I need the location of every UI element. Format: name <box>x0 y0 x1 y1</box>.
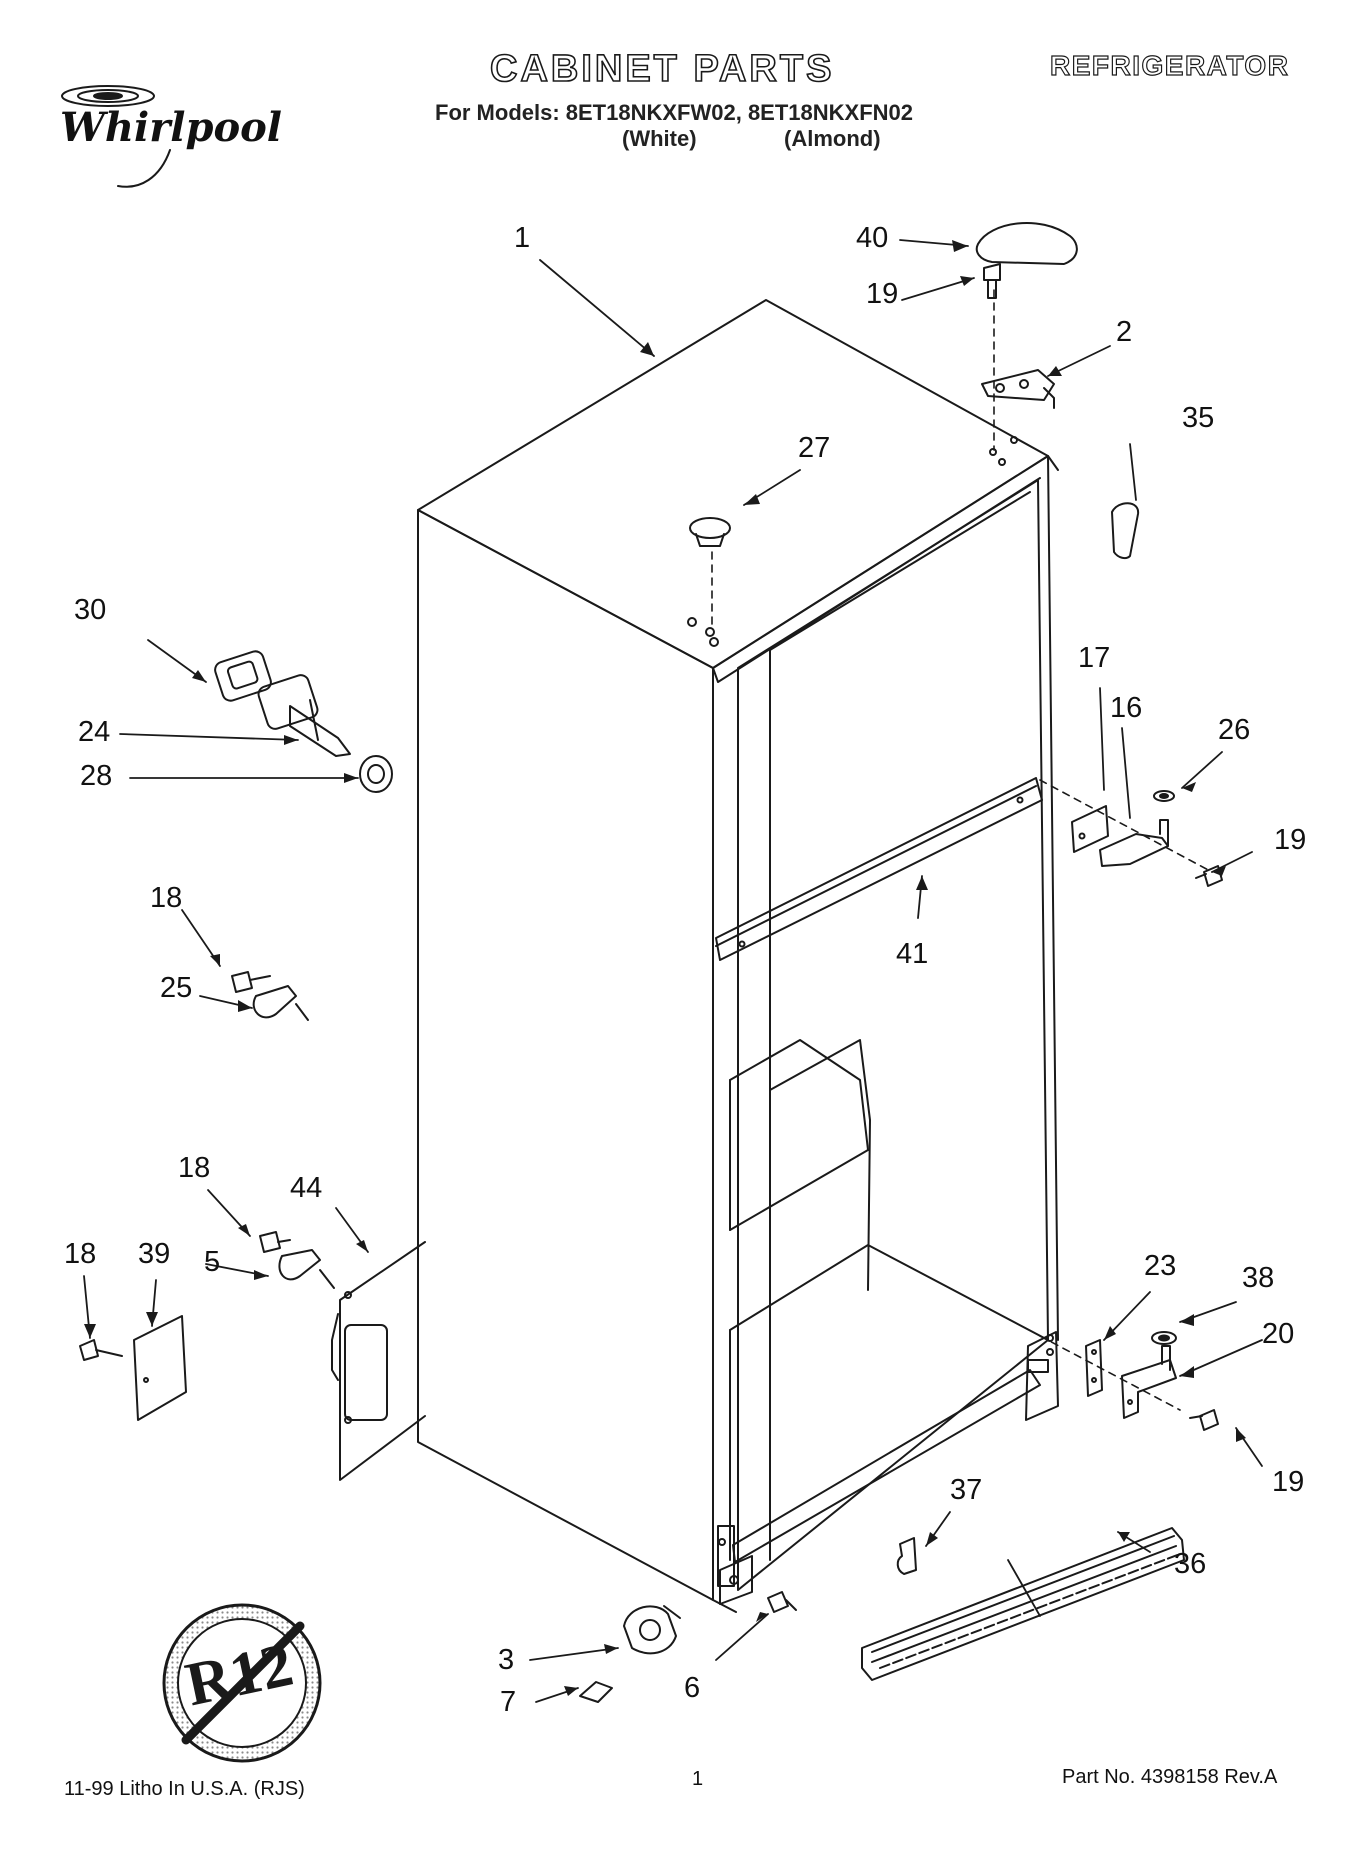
callout-17: 17 <box>1078 642 1111 674</box>
callout-40: 40 <box>856 222 889 254</box>
callout-20: 20 <box>1262 1318 1295 1350</box>
callout-2: 2 <box>1116 316 1133 348</box>
screw-top-hinge <box>983 263 1001 299</box>
callout-7: 7 <box>500 1686 517 1718</box>
callout-18-upper: 18 <box>150 882 183 914</box>
callout-19-bottom: 19 <box>1272 1466 1305 1498</box>
callout-30: 30 <box>74 594 107 626</box>
callout-25: 25 <box>160 972 193 1004</box>
assembly-dashes <box>711 289 1213 1411</box>
page-number: 1 <box>692 1768 704 1790</box>
no-r12-badge <box>162 1603 322 1763</box>
callout-28: 28 <box>80 760 113 792</box>
leader-arrowheads <box>84 240 1246 1696</box>
callout-19-mid: 19 <box>1274 824 1307 856</box>
variant-almond: (Almond) <box>784 126 881 151</box>
callout-16: 16 <box>1110 692 1143 724</box>
bezel-square <box>214 650 272 702</box>
middle-hinge-assembly <box>1071 790 1223 887</box>
callout-1: 1 <box>514 222 531 254</box>
hinge-cover <box>1111 502 1140 560</box>
callout-23: 23 <box>1144 1250 1177 1282</box>
mullion-divider-bar <box>715 777 1043 961</box>
bottom-hinge-assembly <box>1085 1331 1219 1431</box>
callout-44: 44 <box>290 1172 323 1204</box>
page-title: CABINET PARTS <box>489 47 835 91</box>
callout-27: 27 <box>798 432 831 464</box>
top-trim-cap <box>975 222 1078 265</box>
litho-note: 11-99 Litho In U.S.A. (RJS) <box>64 1778 305 1800</box>
variant-white: (White) <box>622 126 697 151</box>
grille-clip <box>896 1537 917 1575</box>
callout-36: 36 <box>1174 1548 1207 1580</box>
screw-clamp-lower <box>259 1231 335 1289</box>
whirlpool-swirl-icon <box>61 85 171 188</box>
whirlpool-logo: Whirlpool <box>60 104 282 151</box>
cabinet-shell <box>417 299 1059 1613</box>
callout-38: 38 <box>1242 1262 1275 1294</box>
callout-5: 5 <box>204 1246 221 1278</box>
callout-24: 24 <box>78 716 111 748</box>
screw-clamp-upper <box>231 971 309 1021</box>
callout-18-lower: 18 <box>64 1238 97 1270</box>
callout-26: 26 <box>1218 714 1251 746</box>
roller-assembly <box>579 1591 797 1703</box>
nut-ring <box>359 755 393 793</box>
callout-37: 37 <box>950 1474 983 1506</box>
callout-35: 35 <box>1182 402 1215 434</box>
callout-39: 39 <box>138 1238 171 1270</box>
side-cover-39 <box>79 1315 187 1421</box>
models-line: For Models: 8ET18NKXFW02, 8ET18NKXFN02 <box>435 100 914 125</box>
callout-18-middle: 18 <box>178 1152 211 1184</box>
top-plug <box>689 517 731 547</box>
leader-lines <box>83 239 1263 1703</box>
toe-grille <box>861 1527 1185 1681</box>
callout-41: 41 <box>896 938 929 970</box>
callout-3: 3 <box>498 1644 515 1676</box>
part-number: Part No. 4398158 Rev.A <box>1062 1766 1278 1788</box>
side-bracket-panel <box>331 1241 426 1481</box>
callout-19-top: 19 <box>866 278 899 310</box>
top-hinge <box>981 369 1055 409</box>
control-shaft <box>257 674 351 757</box>
category-label: REFRIGERATOR <box>1049 49 1290 81</box>
callout-6: 6 <box>684 1672 701 1704</box>
